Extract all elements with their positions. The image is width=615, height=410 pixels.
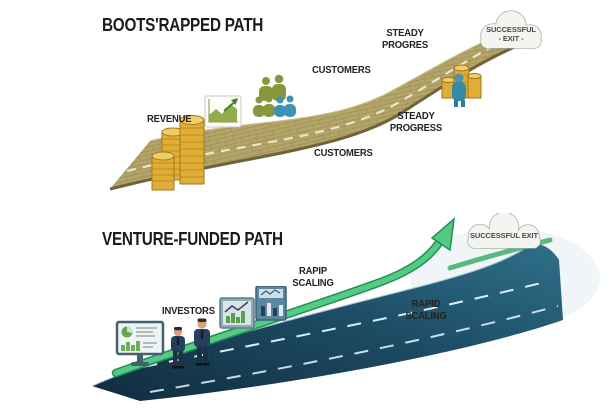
- revenue-label: REVENUE: [147, 113, 192, 125]
- customers-group-icon: [253, 74, 296, 117]
- steady-progress-label-top: STEADY PROGRES: [377, 27, 433, 51]
- bootstrapped-path-title: BOOTS'RAPPED PATH: [102, 15, 264, 35]
- successful-exit-cloud-bottom: SUCCESSFUL EXIT: [457, 213, 551, 255]
- label-line: SCALING: [405, 309, 447, 322]
- cloud-label: SUCCESSFUL - EXIT -: [472, 9, 550, 55]
- cloud-shape: [467, 213, 541, 249]
- cloud-shape: [480, 10, 542, 49]
- growth-chart-icon: [204, 95, 242, 128]
- rapid-scaling-label-right: RAPID SCALING: [397, 298, 455, 322]
- cloud-label-line1: SUCCESSFUL EXIT: [470, 231, 538, 241]
- label-line: SCALING: [292, 276, 334, 289]
- monitor-dashboard-icon: [115, 320, 165, 366]
- label-line: STEADY: [397, 110, 435, 122]
- growth-arrow: [111, 217, 455, 378]
- label-line: STEADY: [386, 27, 424, 39]
- label-line: PROGRES: [381, 38, 429, 51]
- rapid-scaling-label-mid: RAPIP SCALING: [284, 265, 342, 289]
- cloud-label: SUCCESSFUL EXIT: [457, 213, 551, 255]
- exit-person-coins-icon: [441, 64, 482, 107]
- successful-exit-cloud-top: SUCCESSFUL - EXIT -: [472, 9, 550, 55]
- label-line: PROGRESS: [389, 121, 443, 134]
- label-line: RAPIP: [299, 265, 327, 277]
- investors-label: INVESTORS: [162, 305, 215, 317]
- analytics-cards-icon: [219, 286, 287, 329]
- customers-label-bottom: CUSTOMERS: [314, 147, 373, 159]
- steady-progress-label-mid: STEADY PROGRESS: [388, 110, 444, 134]
- cloud-label-line1: SUCCESSFUL: [486, 25, 536, 34]
- customers-label-top: CUSTOMERS: [312, 64, 371, 76]
- label-line: RAPID: [411, 298, 441, 310]
- venture-funded-path-title: VENTURE-FUNDED PATH: [102, 229, 283, 249]
- cloud-label-line2: - EXIT -: [498, 33, 524, 43]
- investor-figures-icon: [171, 318, 210, 369]
- coin-stacks-icon: [151, 115, 205, 191]
